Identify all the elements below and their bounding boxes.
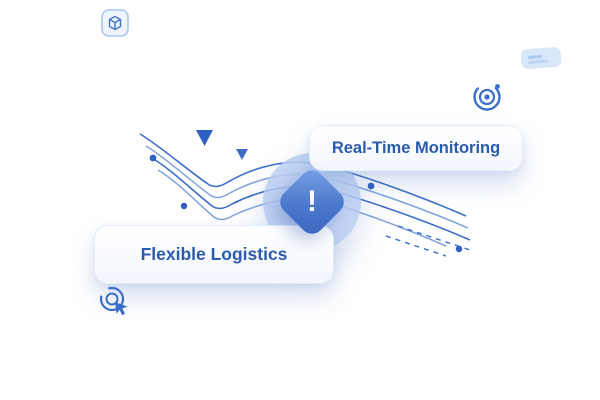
exclamation-mark: ! <box>307 185 317 218</box>
triangle-down-icon <box>196 130 213 146</box>
cursor-click-icon <box>97 284 133 320</box>
card-real-time-monitoring: Real-Time Monitoring <box>309 125 523 171</box>
card-flexible-logistics: Flexible Logistics <box>94 225 334 284</box>
node-dot-icon <box>180 202 188 210</box>
triangle-down-icon <box>236 149 248 160</box>
card-label: Real-Time Monitoring <box>331 138 501 157</box>
package-icon <box>100 8 130 38</box>
target-icon <box>470 80 504 114</box>
tag-icon <box>519 44 565 73</box>
node-dot-icon <box>367 182 375 190</box>
node-dot-icon <box>455 245 463 253</box>
card-label: Flexible Logistics <box>140 244 288 264</box>
node-dot-icon <box>149 154 157 162</box>
